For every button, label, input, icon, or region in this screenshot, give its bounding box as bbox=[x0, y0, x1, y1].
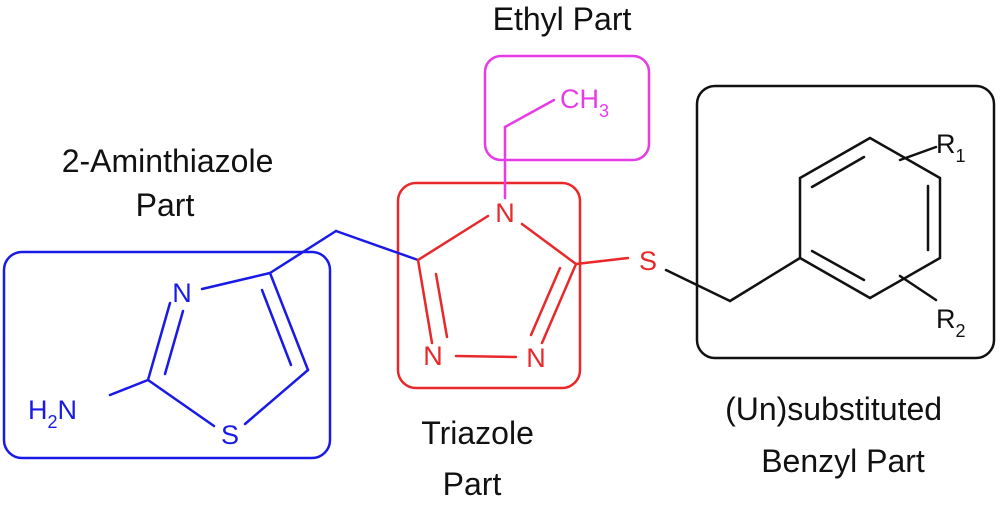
thiazole-n-label: N bbox=[172, 278, 192, 308]
ethyl-part-label: Ethyl Part bbox=[493, 1, 632, 37]
ethyl-ch3-label: CH3 bbox=[560, 84, 609, 121]
triazole-ring-bonds bbox=[416, 214, 578, 359]
r1-label: R1 bbox=[936, 129, 966, 166]
triazole-n4-label: N bbox=[495, 198, 515, 228]
triazole-n2-label: N bbox=[526, 343, 546, 373]
triazole-part-label: Triazole Part bbox=[421, 415, 543, 502]
ethyl-bonds bbox=[503, 98, 556, 200]
benzyl-box bbox=[695, 84, 996, 360]
thiazole-s-label: S bbox=[221, 420, 239, 450]
benzyl-part-label: (Un)substituted Benzyl Part bbox=[725, 391, 951, 479]
aminothiazole-part-label: 2-Aminthiazole Part bbox=[62, 143, 283, 223]
thioether-bond bbox=[574, 256, 630, 266]
linker-s-label: S bbox=[639, 246, 657, 276]
triazole-n1-label: N bbox=[423, 341, 443, 371]
r2-label: R2 bbox=[936, 304, 966, 341]
benzyl-bonds bbox=[664, 136, 942, 303]
thiazole-ring-bonds bbox=[108, 229, 420, 428]
amine-label: H2N bbox=[28, 395, 77, 432]
ethyl-box bbox=[483, 54, 651, 162]
triazole-box bbox=[396, 181, 582, 390]
aminothiazole-box bbox=[2, 250, 332, 460]
